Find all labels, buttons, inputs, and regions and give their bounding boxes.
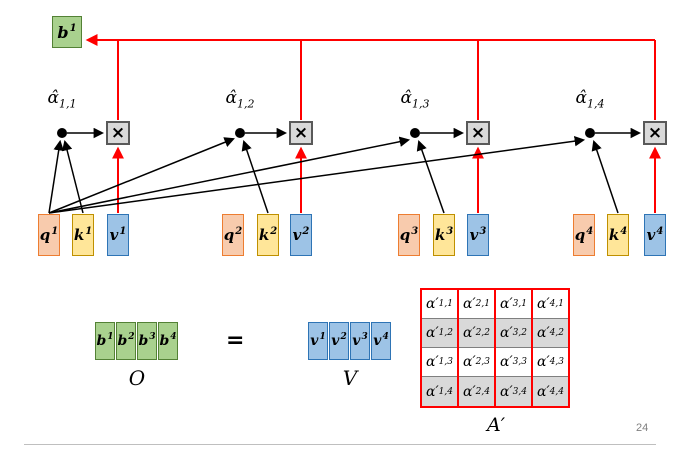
attention-matrix-column-3: α′3,1 α′3,2 α′3,3 α′3,4 [494, 288, 533, 408]
o-matrix-b2-box: b2 [116, 322, 136, 360]
matrix-cell: α′4,4 [533, 377, 568, 406]
multiply-node-1: × [106, 121, 130, 145]
o-matrix-b4-box: b4 [158, 322, 178, 360]
matrix-cell: α′1,4 [422, 377, 457, 406]
q1-box: q1 [38, 214, 60, 256]
alpha-hat-1-3-label: α̂1,3 [400, 88, 430, 111]
matrix-cell: α′3,2 [496, 319, 531, 348]
v4-box: v4 [644, 214, 666, 256]
k4-box: k4 [607, 214, 629, 256]
alpha-hat-1-1-label: α̂1,1 [47, 88, 77, 111]
matrix-cell: α′1,2 [422, 319, 457, 348]
q4-box: q4 [573, 214, 595, 256]
o-matrix-label: O [128, 366, 146, 390]
v-matrix-v4-box: v4 [371, 322, 391, 360]
matrix-cell: α′2,1 [459, 290, 494, 319]
o-matrix-b1-box: b1 [95, 322, 115, 360]
v-matrix-label: V [342, 366, 358, 390]
attention-matrix-column-2: α′2,1 α′2,2 α′2,3 α′2,4 [457, 288, 496, 408]
attention-matrix-column-4: α′4,1 α′4,2 α′4,3 α′4,4 [531, 288, 570, 408]
attention-dot-1 [57, 128, 67, 138]
v-matrix-v3-box: v3 [350, 322, 370, 360]
matrix-cell: α′3,4 [496, 377, 531, 406]
matrix-cell: α′1,3 [422, 348, 457, 377]
alpha-hat-1-2-label: α̂1,2 [225, 88, 255, 111]
matrix-cell: α′2,3 [459, 348, 494, 377]
page-number: 24 [636, 422, 649, 434]
matrix-cell: α′4,2 [533, 319, 568, 348]
v-matrix-v1-box: v1 [308, 322, 328, 360]
alpha-hat-1-4-label: α̂1,4 [575, 88, 605, 111]
footer-divider [24, 444, 656, 445]
attention-dot-3 [410, 128, 420, 138]
k2-box: k2 [257, 214, 279, 256]
b1-output-label: b1 [57, 22, 77, 42]
matrix-cell: α′3,1 [496, 290, 531, 319]
b1-output-box: b1 [52, 16, 82, 48]
matrix-cell: α′4,3 [533, 348, 568, 377]
matrix-cell: α′2,2 [459, 319, 494, 348]
q2-box: q2 [222, 214, 244, 256]
v1-box: v1 [107, 214, 129, 256]
attention-matrix-column-1: α′1,1 α′1,2 α′1,3 α′1,4 [420, 288, 459, 408]
attention-dot-4 [585, 128, 595, 138]
k3-box: k3 [433, 214, 455, 256]
v2-box: v2 [290, 214, 312, 256]
matrix-cell: α′2,4 [459, 377, 494, 406]
o-matrix-b3-box: b3 [137, 322, 157, 360]
v3-box: v3 [467, 214, 489, 256]
matrix-cell: α′3,3 [496, 348, 531, 377]
q3-box: q3 [398, 214, 420, 256]
k1-box: k1 [72, 214, 94, 256]
equals-sign: = [226, 328, 245, 353]
matrix-cell: α′4,1 [533, 290, 568, 319]
multiply-node-3: × [466, 121, 490, 145]
attention-matrix-label: A′ [486, 414, 506, 436]
matrix-cell: α′1,1 [422, 290, 457, 319]
v-matrix-v2-box: v2 [329, 322, 349, 360]
attention-dot-2 [235, 128, 245, 138]
multiply-node-4: × [643, 121, 667, 145]
multiply-node-2: × [289, 121, 313, 145]
